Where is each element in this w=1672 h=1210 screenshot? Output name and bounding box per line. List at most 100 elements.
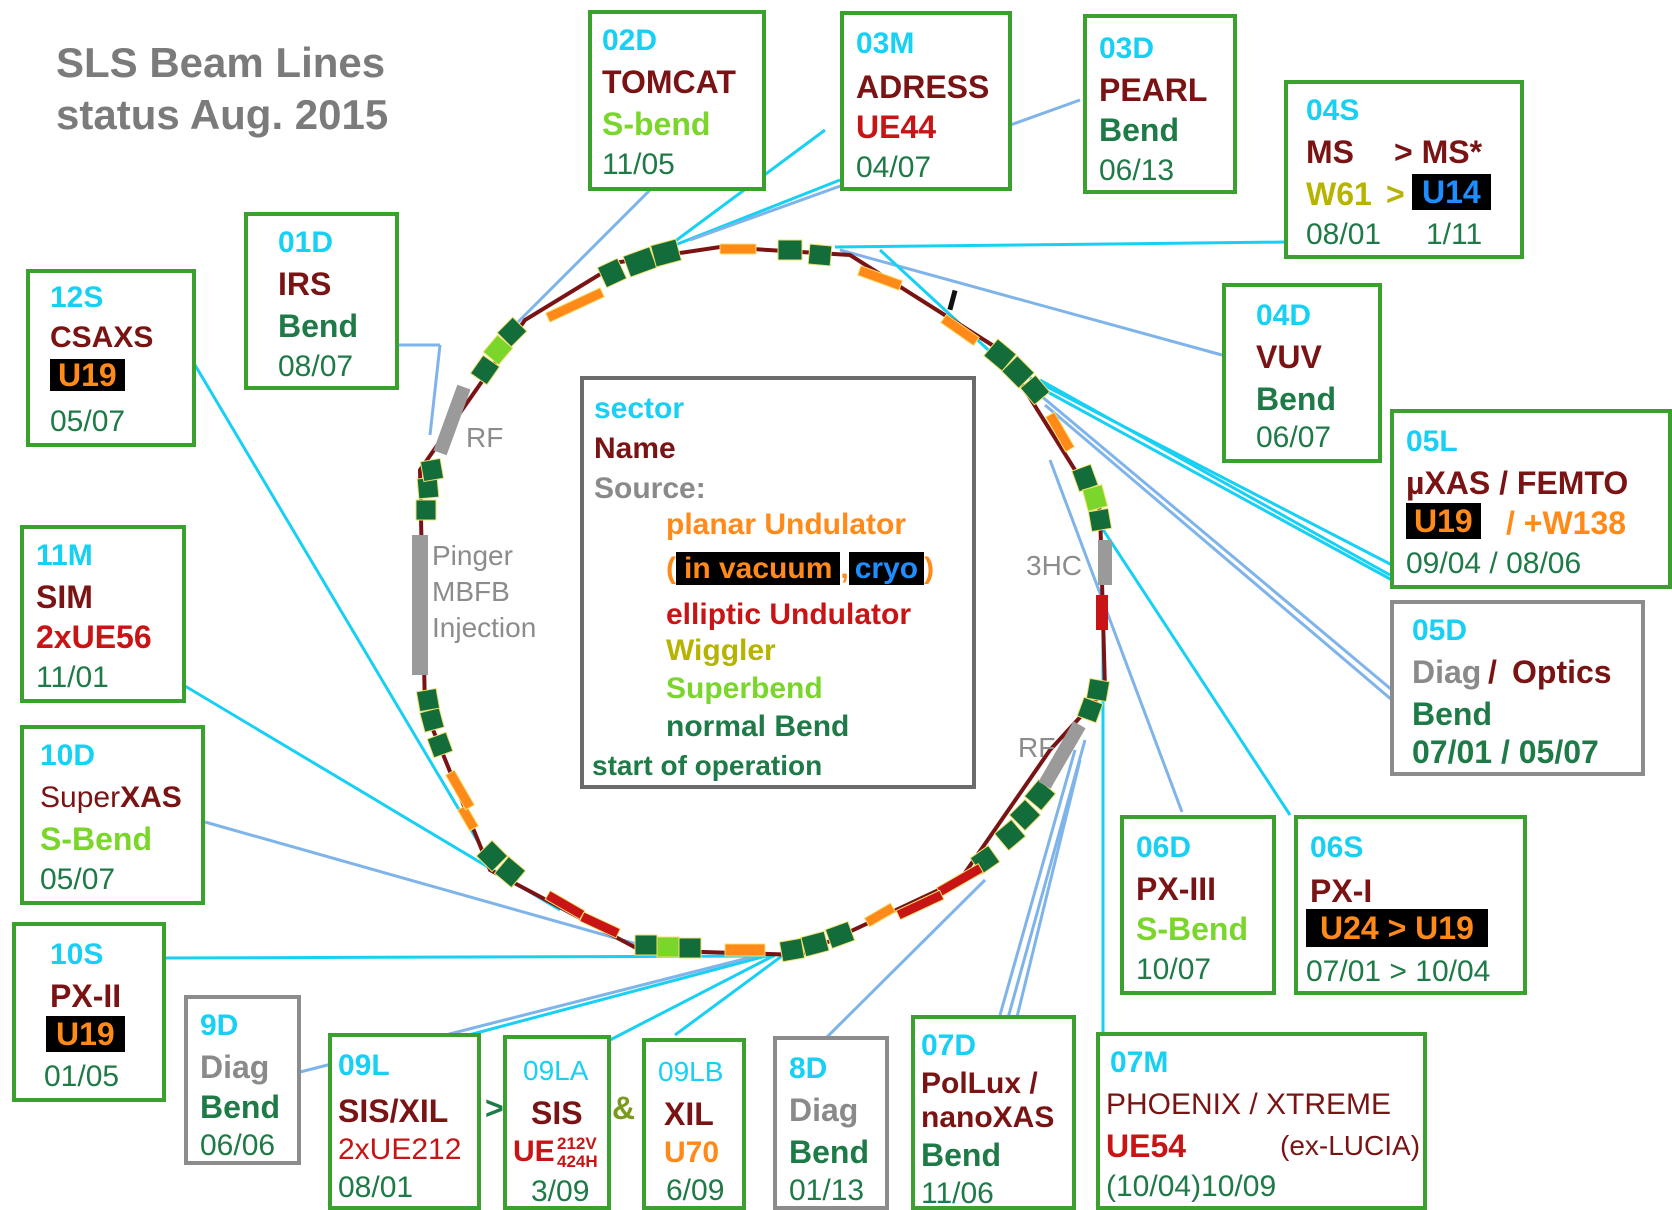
beamline-box-04s[interactable]: 04S MS > MS* W61 > U14 08/01 1/11	[1284, 80, 1524, 259]
undulator	[724, 943, 766, 957]
beamline-name: TOMCAT	[602, 64, 736, 100]
source-label: UE44	[856, 109, 937, 145]
beamline-line-02d	[508, 183, 657, 332]
start-date: 08/07	[278, 350, 354, 383]
beamline-box-03d[interactable]: 03D PEARL Bend 06/13	[1083, 14, 1237, 194]
sector-label: 04S	[1306, 94, 1360, 127]
start-date: 06/06	[200, 1129, 276, 1162]
beamline-box-12s[interactable]: 12S CSAXS U19 05/07	[26, 269, 196, 447]
bend-magnet	[993, 818, 1027, 852]
beamline-box-09l[interactable]: 09L SIS/XIL 2xUE212 08/01	[328, 1033, 481, 1210]
undulator	[863, 902, 897, 928]
bend-magnet	[1087, 507, 1113, 533]
beamline-arrow-09l: >	[485, 1090, 504, 1126]
beamline-line-05l-b	[1034, 383, 1393, 582]
bend-magnet	[824, 920, 856, 950]
source-label: Bend	[200, 1089, 280, 1125]
beamline-line-09l	[449, 953, 771, 1042]
beamline-box-02d[interactable]: 02D TOMCAT S-bend 11/05	[588, 10, 766, 191]
source-label-next: / +W138	[1506, 505, 1627, 541]
beamline-box-05l[interactable]: 05L µXAS / FEMTO U19 / +W138 09/04 / 08/…	[1390, 409, 1672, 589]
source-label: Bend	[789, 1134, 869, 1170]
beamline-line-09lb	[674, 948, 791, 1037]
beamline-line-04d	[839, 248, 1223, 357]
legend-start: start of operation	[592, 750, 823, 781]
beamline-amp-09la: &	[612, 1090, 636, 1126]
source-label: UE	[513, 1135, 555, 1168]
legend-elliptic: elliptic Undulator	[666, 598, 912, 631]
bend-magnet	[983, 338, 1017, 372]
beamline-name: SIS/XIL	[338, 1093, 449, 1129]
beamline-box-8d[interactable]: 8D Diag Bend 01/13	[773, 1036, 889, 1210]
beamline-lines	[164, 98, 1393, 1074]
beamline-box-10s[interactable]: 10S PX-II U19 01/05	[12, 922, 166, 1102]
source-label: S-Bend	[40, 821, 152, 857]
beamline-name: VUV	[1256, 339, 1322, 375]
beamline-name: ADRESS	[856, 69, 990, 105]
beamline-box-07d[interactable]: 07D PolLux / nanoXAS Bend 11/06	[911, 1015, 1076, 1210]
beamline-box-09lb[interactable]: 09LB XIL U70 6/09	[642, 1038, 746, 1210]
beamline-box-9d[interactable]: 9D Diag Bend 06/06	[184, 995, 301, 1165]
page-subtitle: status Aug. 2015	[56, 91, 389, 138]
sector-label: 06S	[1310, 831, 1364, 864]
beamline-box-04d[interactable]: 04D VUV Bend 06/07	[1222, 283, 1382, 463]
elliptic-undulator	[895, 889, 945, 921]
rf-right-label: RF	[1018, 732, 1056, 763]
beamline-name: IRS	[278, 266, 332, 302]
beamline-line-10d	[204, 820, 641, 947]
beamline-box-05d[interactable]: 05D Diag / Optics Bend 07/01 / 05/07	[1390, 600, 1645, 776]
beamline-box-03m[interactable]: 03M ADRESS UE44 04/07	[840, 11, 1012, 191]
legend-paren-open: (	[666, 552, 676, 585]
sector-label: 8D	[789, 1052, 828, 1085]
superbend	[482, 334, 514, 366]
sector-label: 03D	[1099, 32, 1155, 65]
sector-label: 04D	[1256, 299, 1312, 332]
beamline-box-11m[interactable]: 11M SIM 2xUE56 11/01	[20, 525, 186, 703]
beamline-line-04s	[834, 240, 1288, 249]
beamline-box-01d[interactable]: 01D IRS Bend 08/07	[244, 212, 399, 390]
start-date: 01/05	[44, 1060, 120, 1093]
sector-label: 06D	[1136, 831, 1192, 864]
bend-magnet	[1001, 355, 1035, 389]
bend-magnet	[475, 839, 509, 873]
beamline-name: PHOENIX / XTREME	[1106, 1088, 1392, 1121]
bend-magnet	[469, 354, 501, 386]
start-date: 11/06	[921, 1177, 994, 1210]
beamline-name: SuperXAS	[40, 783, 182, 813]
black-marker	[947, 289, 958, 311]
start-date: (10/04)10/09	[1106, 1170, 1277, 1203]
beamline-line-06s	[1098, 524, 1292, 816]
bend-magnet	[634, 934, 658, 956]
sector-label: 01D	[278, 226, 334, 259]
beamline-box-06d[interactable]: 06D PX-III S-Bend 10/07	[1120, 815, 1276, 995]
start-date: 07/01 > 10/04	[1306, 955, 1491, 988]
beamline-box-06s[interactable]: 06S PX-I U24 > U19 07/01 > 10/04	[1294, 815, 1527, 995]
source-label: Bend	[1099, 112, 1179, 148]
undulator	[719, 243, 757, 255]
start-date: 05/07	[40, 863, 116, 896]
beamline-box-10d[interactable]: 10D SuperXAS S-Bend 05/07	[20, 725, 205, 905]
legend-comma: ,	[840, 552, 849, 585]
threehc-device	[1098, 540, 1112, 585]
beamline-name: SIM	[36, 579, 93, 615]
beamline-name-part: Super	[40, 781, 121, 814]
beamline-name-next: > MS*	[1394, 134, 1483, 170]
source-subscript: 424H	[557, 1152, 598, 1171]
beamline-line-05d-b	[1044, 403, 1393, 702]
legend-box: sector Name Source: planar Undulator (in…	[580, 376, 976, 789]
source-label: U70	[664, 1136, 720, 1169]
sector-label: 09L	[338, 1049, 390, 1082]
source-label: U19	[50, 359, 125, 391]
ring-elements	[415, 238, 1113, 963]
beamline-name: Diag	[1412, 654, 1482, 690]
source-label: S-bend	[602, 106, 711, 142]
beamline-box-07m[interactable]: 07M PHOENIX / XTREME UE54 (ex-LUCIA) (10…	[1096, 1032, 1427, 1210]
beamline-box-09la[interactable]: 09LA SIS UE 212V 424H 3/09	[503, 1035, 611, 1210]
bend-magnet	[415, 687, 441, 713]
legend-normal-bend: normal Bend	[666, 710, 850, 743]
pinger-label-line: Pinger	[432, 540, 513, 571]
elliptic-undulator	[544, 889, 586, 921]
sector-label: 10S	[50, 938, 104, 971]
start-date: 11/05	[602, 148, 675, 181]
